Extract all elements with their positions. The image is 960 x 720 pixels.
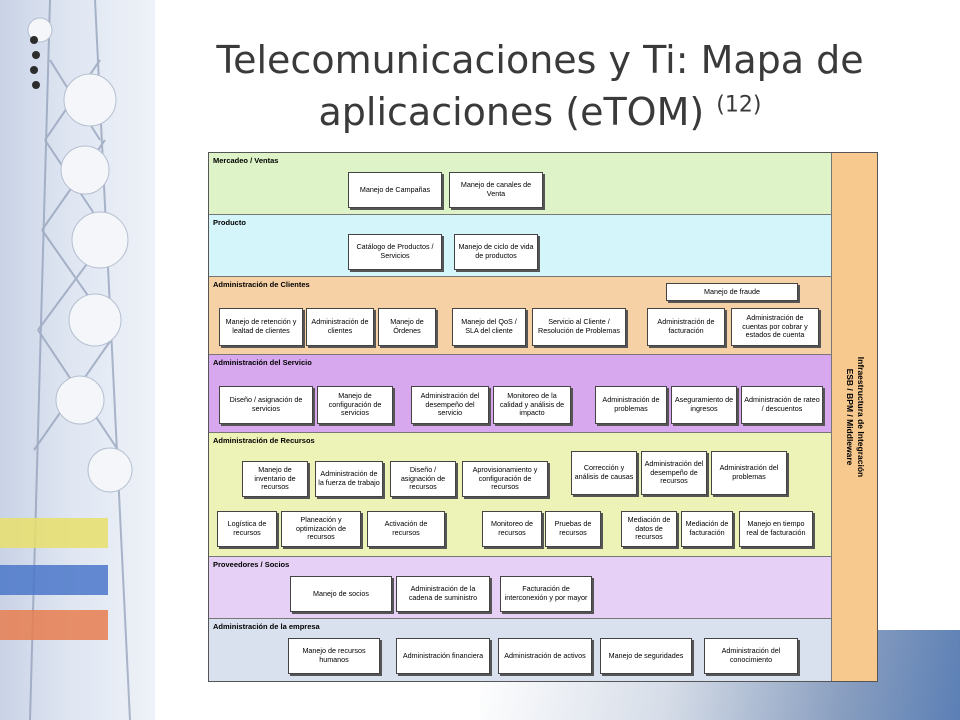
band-title: Proveedores / Socios [213,560,290,569]
app-box: Monitoreo de la calidad y análisis de im… [493,386,571,424]
band-mercadeo-ventas: Mercadeo / Ventas Manejo de Campañas Man… [209,153,831,215]
telecom-tower-image [27,0,133,720]
title-note: (12) [716,92,762,118]
app-box: Activación de recursos [367,511,445,547]
app-box: Manejo del QoS / SLA del cliente [452,308,526,346]
slide-title: Telecomunicaciones y Ti: Mapa de aplicac… [160,34,920,138]
app-box: Monitoreo de recursos [482,511,542,547]
app-box: Manejo de recursos humanos [288,638,380,674]
app-box: Administración de la fuerza de trabajo [315,461,383,497]
band-administracion-clientes: Administración de Clientes Manejo de fra… [209,277,831,355]
infrastructure-label: Infraestructura de Integración ESB / BPM… [844,237,866,597]
band-title: Administración de Clientes [213,280,310,289]
app-box: Facturación de interconexión y por mayor [500,576,592,612]
app-box: Administración de la cadena de suministr… [396,576,490,612]
app-box: Aprovisionamiento y configuración de rec… [462,461,548,497]
integration-infrastructure-column: Infraestructura de Integración ESB / BPM… [831,153,877,681]
infrastructure-line-2: ESB / BPM / Middleware [845,368,855,466]
app-box: Corrección y análisis de causas [571,451,637,495]
app-box: Administración financiera [396,638,490,674]
app-box: Administración del desempeño de recursos [641,451,707,495]
app-box: Manejo de Campañas [348,172,442,208]
app-box: Planeación y optimización de recursos [281,511,361,547]
app-box: Manejo de canales de Venta [449,172,543,208]
band-administracion-servicio: Administración del Servicio Diseño / asi… [209,355,831,433]
etom-application-map: Mercadeo / Ventas Manejo de Campañas Man… [208,152,878,682]
title-line-2: aplicaciones (eTOM) (12) [160,86,920,138]
band-producto: Producto Catálogo de Productos / Servici… [209,215,831,277]
band-title: Producto [213,218,246,227]
app-box: Manejo de fraude [666,283,798,301]
app-box: Administración del problemas [711,451,787,495]
app-box: Manejo de seguridades [600,638,692,674]
app-box: Manejo de Órdenes [378,308,436,346]
app-box: Manejo de retención y lealtad de cliente… [219,308,303,346]
app-box: Administración de rateo / descuentos [741,386,823,424]
decorative-background-strip [0,0,155,720]
band-title: Administración de la empresa [213,622,320,631]
app-box: Manejo en tiempo real de facturación [739,511,813,547]
app-box: Administración del desempeño del servici… [411,386,489,424]
app-box: Mediación de datos de recursos [621,511,677,547]
band-administracion-recursos: Administración de Recursos Manejo de inv… [209,433,831,557]
orange-accent-bar [0,610,108,640]
app-box: Pruebas de recursos [545,511,601,547]
app-box: Manejo de configuración de servicios [317,386,393,424]
infrastructure-line-1: Infraestructura de Integración [856,356,866,478]
band-title: Administración del Servicio [213,358,312,367]
yellow-accent-bar [0,518,108,548]
band-title: Mercadeo / Ventas [213,156,279,165]
app-box: Administración de cuentas por cobrar y e… [731,308,819,346]
band-proveedores-socios: Proveedores / Socios Manejo de socios Ad… [209,557,831,619]
title-line-2-text: aplicaciones (eTOM) [318,90,705,134]
title-line-1: Telecomunicaciones y Ti: Mapa de [216,38,864,82]
app-box: Aseguramiento de ingresos [671,386,737,424]
app-box: Mediación de facturación [681,511,733,547]
blue-accent-bar [0,565,108,595]
app-box: Diseño / asignación de recursos [390,461,456,497]
app-box: Administración de clientes [306,308,374,346]
app-box: Manejo de inventario de recursos [242,461,308,497]
app-box: Servicio al Cliente / Resolución de Prob… [532,308,626,346]
app-box: Logística de recursos [217,511,277,547]
band-title: Administración de Recursos [213,436,315,445]
app-box: Administración de activos [498,638,592,674]
band-administracion-empresa: Administración de la empresa Manejo de r… [209,619,831,681]
app-box: Administración de facturación [647,308,725,346]
app-box: Diseño / asignación de servicios [219,386,313,424]
app-box: Catálogo de Productos / Servicios [348,234,442,270]
app-box: Administración de problemas [595,386,667,424]
app-box: Manejo de ciclo de vida de productos [454,234,538,270]
app-box: Manejo de socios [290,576,392,612]
app-box: Administración del conocimiento [704,638,798,674]
